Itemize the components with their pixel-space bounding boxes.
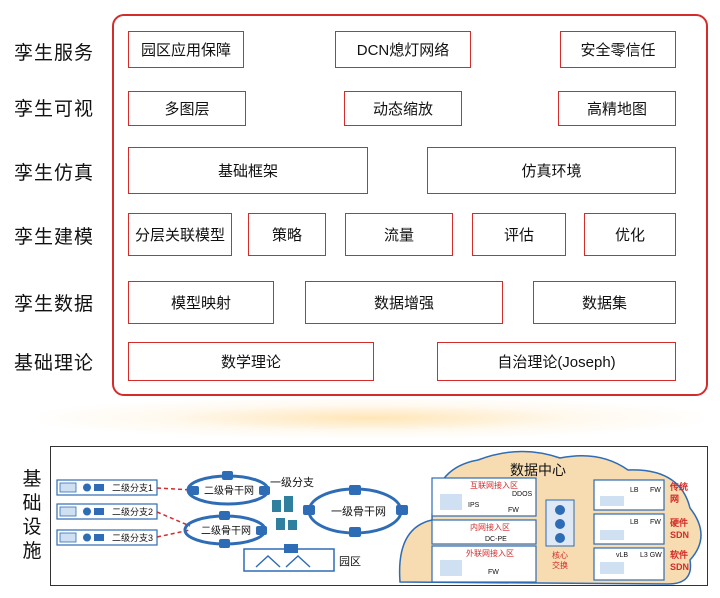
zone-extranet-label: 外联网接入区 (466, 548, 514, 558)
core-label-line1: 核心 (552, 550, 568, 560)
box-math-theory: 数学理论 (128, 342, 374, 381)
svg-text:LB: LB (630, 487, 639, 494)
router-icons (188, 471, 270, 548)
secondary-backbone-a-label: 二级骨干网 (204, 485, 254, 497)
box-evaluation: 评估 (472, 213, 566, 256)
twin-architecture-frame (112, 14, 708, 396)
box-campus-app-assurance: 园区应用保障 (128, 31, 244, 68)
transition-glow (40, 398, 700, 438)
branch-2: 二级分支2 (56, 503, 158, 520)
svg-text:LB: LB (630, 519, 639, 526)
layer-label-theory: 基础理论 (14, 353, 95, 374)
svg-text:SDN: SDN (670, 530, 689, 540)
svg-text:DDOS: DDOS (512, 491, 533, 498)
svg-text:硬件: 硬件 (670, 517, 688, 528)
svg-text:FW: FW (650, 519, 661, 526)
box-multi-layer: 多图层 (128, 91, 246, 126)
datacenter-title: 数据中心 (510, 462, 566, 478)
branch-1-label: 二级分支1 (112, 482, 153, 493)
svg-text:FW: FW (650, 487, 661, 494)
box-base-framework: 基础框架 (128, 147, 368, 194)
box-dynamic-zoom: 动态缩放 (344, 91, 462, 126)
zone-intranet-label: 内网接入区 (470, 522, 510, 532)
svg-text:传统: 传统 (669, 481, 688, 492)
box-zero-trust: 安全零信任 (560, 31, 676, 68)
branch-links (156, 487, 193, 538)
branch-1: 二级分支1 (56, 479, 158, 496)
primary-branch-label: 一级分支 (270, 476, 314, 489)
zone-intranet (431, 519, 537, 545)
primary-backbone-label: 一级骨干网 (331, 505, 386, 518)
campus-node: 园区 (243, 544, 361, 572)
box-optimization: 优化 (584, 213, 676, 256)
svg-text:L3 GW: L3 GW (640, 552, 662, 559)
svg-text:SDN: SDN (670, 562, 689, 572)
core-label-line2: 交换 (552, 560, 568, 570)
layer-label-modeling: 孪生建模 (14, 227, 95, 248)
box-policy: 策略 (248, 213, 326, 256)
box-hd-map: 高精地图 (558, 91, 676, 126)
zone-internet-label: 互联网接入区 (470, 480, 518, 490)
campus-label: 园区 (339, 555, 361, 568)
server-icons (272, 496, 297, 530)
box-dcn-lights-out: DCN熄灯网络 (335, 31, 471, 68)
box-model-mapping: 模型映射 (128, 281, 274, 324)
svg-text:IPS: IPS (468, 502, 480, 509)
svg-text:vLB: vLB (616, 552, 628, 559)
svg-text:DC-PE: DC-PE (485, 536, 507, 543)
box-sim-environment: 仿真环境 (427, 147, 676, 194)
layer-label-service: 孪生服务 (14, 43, 95, 64)
svg-text:FW: FW (488, 569, 499, 576)
layer-label-simulation: 孪生仿真 (14, 163, 95, 184)
svg-text:FW: FW (508, 507, 519, 514)
branch-3: 二级分支3 (56, 529, 158, 546)
svg-text:网: 网 (670, 494, 679, 504)
layer-label-visual: 孪生可视 (14, 99, 95, 120)
svg-text:软件: 软件 (670, 549, 688, 560)
box-traffic: 流量 (345, 213, 453, 256)
box-layered-model: 分层关联模型 (128, 213, 232, 256)
branch-3-label: 二级分支3 (112, 532, 153, 543)
box-dataset: 数据集 (533, 281, 676, 324)
box-data-augmentation: 数据增强 (305, 281, 503, 324)
secondary-backbone-b-label: 二级骨干网 (201, 525, 251, 537)
infrastructure-label: 基础设施 (22, 469, 42, 562)
box-autonomy-theory: 自治理论(Joseph) (437, 342, 676, 381)
layer-label-data: 孪生数据 (14, 294, 95, 315)
branch-2-label: 二级分支2 (112, 506, 153, 517)
